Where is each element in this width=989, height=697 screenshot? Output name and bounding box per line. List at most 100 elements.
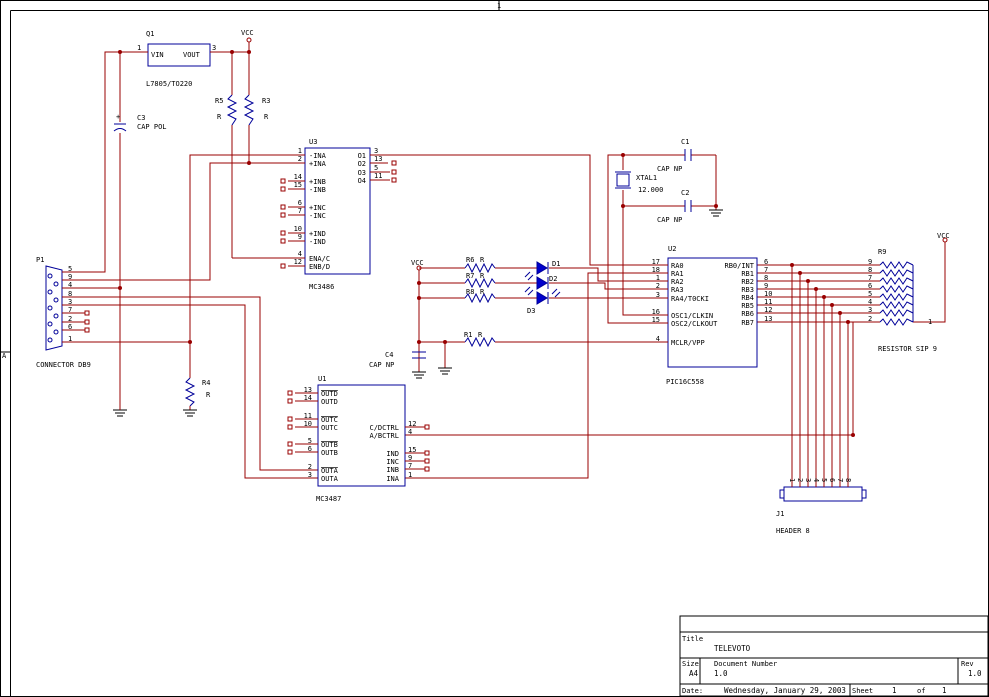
u2-pin-name: RB4 [741,294,754,302]
u2-pin-number: 4 [656,335,660,343]
r1-ref: R1 [464,331,472,339]
p1-pin-number: 3 [68,298,72,306]
u2-pin-number: 9 [764,282,768,290]
r9-ref: R9 [878,248,886,256]
u3-pin-name: -IND [309,238,326,246]
j1-value: HEADER 8 [776,527,810,535]
d1-led: D1 [524,260,560,281]
u1-pin-number: 1 [408,471,412,479]
j1-pin-number: 8 [844,478,852,482]
title-block: Title TELEVOTO Size A4 Document Number 1… [679,615,989,697]
c2-ref: C2 [681,189,689,197]
vcc-label: VCC [937,232,950,240]
ground-led [438,367,452,375]
u2-pin-number: 7 [764,266,768,274]
u3-pin-name: +INA [309,160,327,168]
d2-ref: D2 [549,275,557,283]
p1-pin-number: 9 [68,273,72,281]
r6-ref: R6 [466,256,474,264]
u1-pin-number: 9 [408,454,412,462]
u3-pin-name: +INC [309,204,326,212]
u3-pin-number: 4 [298,250,302,258]
u2-pin-name: RB6 [741,310,754,318]
d3-led: D3 [527,288,561,315]
u2-pin-number: 12 [764,306,772,314]
c1-ref: C1 [681,138,689,146]
r9-element [879,309,914,317]
document-number-label: Document Number [714,660,777,668]
r7-resistor: R7 R [464,272,496,289]
u3-pin-number: 12 [294,258,302,266]
ground-r4 [183,409,197,417]
r9-pin-number: 4 [868,298,872,306]
p1-value: CONNECTOR DB9 [36,361,91,369]
u1-pin-number: 2 [308,463,312,471]
u3-pin-number: 1 [298,147,302,155]
u3-pin-name: O1 [358,152,366,160]
u2-pin-number: 3 [656,291,660,299]
j1-pin-number: 4 [812,478,820,482]
u1-pin-number: 3 [308,471,312,479]
q1-pin-out: VOUT [183,51,201,59]
u2-pin-number: 6 [764,258,768,266]
p1-pin-number: 1 [68,335,72,343]
u1-pin-number: 14 [304,394,312,402]
r9-pin-number: 7 [868,274,872,282]
r9-element [879,261,914,269]
r5-value: R [217,113,222,121]
c3-ref: C3 [137,114,145,122]
u2-pin-name: OSC2/CLKOUT [671,320,718,328]
u1-pin-name: OUTA [321,475,339,483]
j1-pin-number: 3 [804,478,812,482]
r3-resistor: R3 R [243,94,270,126]
xtal1-ref: XTAL1 [636,174,657,182]
u3-pin-name: O2 [358,160,366,168]
u2-pin-name: RA0 [671,262,684,270]
r8-ref: R8 [466,288,474,296]
c1-capacitor: C1 CAP NP [657,138,692,173]
r9-element [879,269,914,277]
u2-pin-name: RA3 [671,286,684,294]
d1-ref: D1 [552,260,560,268]
u1-pin-name: INA [386,475,399,483]
c1-value: CAP NP [657,165,682,173]
title-label: Title [682,635,703,643]
u2-pin-number: 17 [652,258,660,266]
u3-pin-name: +IND [309,230,326,238]
u2-pin-name: RB1 [741,270,754,278]
u3-pin-number: 10 [294,225,302,233]
r9-pin-number: 5 [868,290,872,298]
u3-pin-number: 14 [294,173,302,181]
u1-pin-number: 6 [308,445,312,453]
u3-ref: U3 [309,138,317,146]
j1-pin-number: 7 [836,478,844,482]
p1-pin-number: 6 [68,323,72,331]
vcc-label: VCC [241,29,254,37]
r8-value: R [480,288,485,296]
u3-pin-number: 13 [374,155,382,163]
u1-pin-name: OUTD [321,398,338,406]
r9-element [879,293,914,301]
u1-value: MC3487 [316,495,341,503]
rev-label: Rev [961,660,974,668]
title-value: TELEVOTO [714,644,751,653]
p1-pin-number: 2 [68,315,72,323]
r1-resistor: R1 R [464,331,496,348]
u3-pin-name: -INB [309,186,326,194]
u2-value: PIC16C558 [666,378,704,386]
u2-pin-number: 18 [652,266,660,274]
u2-pin-name: RB5 [741,302,754,310]
r9-element [879,318,914,326]
r9-pin-number: 8 [868,266,872,274]
q1-regulator: Q1 VIN VOUT 1 3 L7805/TO220 [135,30,218,88]
u1-pin-number: 11 [304,412,312,420]
u3-value: MC3486 [309,283,334,291]
q1-value: L7805/TO220 [146,80,192,88]
r9-element [879,285,914,293]
document-number-value: 1.0 [714,669,728,678]
u3-pin-name: O3 [358,169,366,177]
vcc-label: VCC [411,259,424,267]
u1-ref: U1 [318,375,326,383]
u1-pin-number: 7 [408,462,412,470]
